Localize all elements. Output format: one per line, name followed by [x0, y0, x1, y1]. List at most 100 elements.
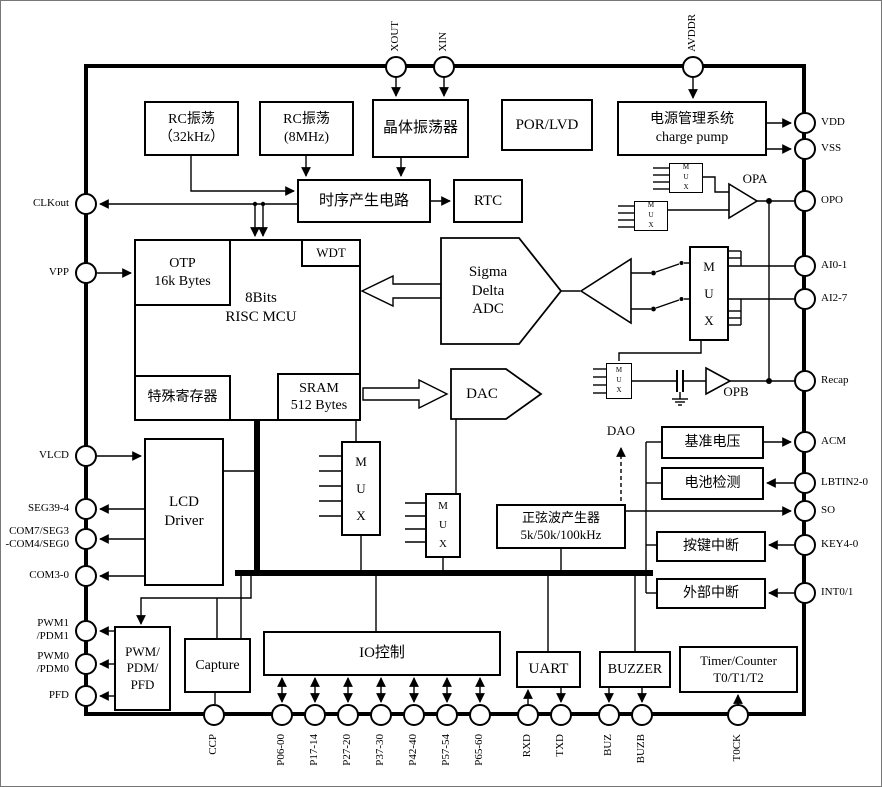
pin-label-int0-1: INT0/1: [821, 586, 854, 598]
pin-label-seg39-4: SEG39-4: [28, 502, 69, 514]
dac-shape: [450, 368, 543, 420]
block-opa-mux-b: M U X: [634, 201, 668, 231]
block-power-mgmt: 电源管理系统 charge pump: [617, 101, 767, 156]
pin-t0ck: [727, 704, 749, 726]
block-wdt: WDT: [301, 239, 361, 267]
pin-acm: [794, 431, 816, 453]
pin-label-p57-54: P57-54: [440, 734, 452, 766]
pin-buz: [598, 704, 620, 726]
pin-xout: [385, 56, 407, 78]
block-sine-generator: 正弦波产生器 5k/50k/100kHz: [496, 504, 626, 549]
block-rtc: RTC: [453, 179, 523, 223]
pin-label-ai2-7: AI2-7: [821, 292, 848, 304]
pin-label-clkout: CLKout: [32, 197, 69, 209]
pin-label-p42-40: P42-40: [407, 734, 419, 766]
pin-vlcd: [75, 445, 97, 467]
pin-key4-0: [794, 534, 816, 556]
pin-label-opo: OPO: [821, 194, 844, 206]
block-otp: OTP 16k Bytes: [134, 239, 231, 306]
pga-amplifier-triangle: [579, 257, 632, 325]
pin-ai0-1: [794, 255, 816, 277]
pin-lbtin2-0: [794, 472, 816, 494]
pin-label-lbtin2-0: LBTIN2-0: [821, 476, 869, 488]
block-small-mux: M U X: [425, 493, 461, 558]
block-opa-mux-a: M U X: [669, 163, 703, 193]
pin-label-vpp: VPP: [48, 266, 69, 278]
pin-label-xout: XOUT: [389, 21, 401, 52]
pin-p57-54: [436, 704, 458, 726]
pin-avddr: [682, 56, 704, 78]
pin-label-pwm1-pdm1: PWM1 /PDM1: [36, 617, 69, 642]
pin-seg39-4: [75, 498, 97, 520]
mcu-to-dac-hollow-arrow: [362, 378, 449, 410]
pin-opo: [794, 190, 816, 212]
block-lcd-driver: LCD Driver: [144, 438, 224, 586]
pin-xin: [433, 56, 455, 78]
pin-label-so: SO: [821, 504, 836, 516]
pin-label-p37-30: P37-30: [374, 734, 386, 766]
pin-buzb: [631, 704, 653, 726]
adc-to-mcu-hollow-arrow: [360, 274, 442, 308]
block-rc-osc-32k: RC振荡 （32kHz）: [144, 101, 239, 156]
pin-pwm1-pdm1: [75, 620, 97, 642]
pin-label-txd: TXD: [554, 734, 566, 757]
pin-label-com3-0: COM3-0: [29, 569, 69, 581]
pin-label-recap: Recap: [821, 374, 849, 386]
block-crystal-osc: 晶体振荡器: [372, 99, 469, 158]
pin-clkout: [75, 193, 97, 215]
sigma-delta-adc-label: Sigma Delta ADC: [468, 263, 508, 318]
block-opb-mux: M U X: [606, 363, 632, 399]
wires: [97, 78, 794, 704]
pin-vpp: [75, 262, 97, 284]
pin-recap: [794, 370, 816, 392]
pin-com7-seg3-com4-seg0: [75, 528, 97, 550]
block-io-control: IO控制: [263, 631, 501, 676]
pin-ai2-7: [794, 288, 816, 310]
data-bus-horizontal: [235, 570, 653, 576]
pin-label-p06-00: P06-00: [275, 734, 287, 766]
pin-p06-00: [271, 704, 293, 726]
pin-p42-40: [403, 704, 425, 726]
block-timer-counter: Timer/Counter T0/T1/T2: [679, 646, 798, 693]
pin-label-p65-60: P65-60: [473, 734, 485, 766]
block-center-mux: M U X: [341, 441, 381, 536]
block-key-interrupt: 按键中断: [656, 531, 766, 562]
pin-label-pwm0-pdm0: PWM0 /PDM0: [36, 650, 69, 675]
block-buzzer: BUZZER: [599, 651, 671, 688]
junction-dots: [252, 198, 772, 384]
pin-txd: [550, 704, 572, 726]
block-ext-interrupt: 外部中断: [656, 578, 766, 609]
opb-label: OPB: [723, 383, 749, 399]
pin-pwm0-pdm0: [75, 653, 97, 675]
block-analog-mux: M U X: [689, 246, 729, 341]
block-vref: 基准电压: [661, 426, 764, 459]
pin-label-pfd: PFD: [48, 689, 69, 701]
pin-label-vss: VSS: [821, 142, 842, 154]
opb-triangle: [705, 366, 732, 396]
block-rc-osc-8m: RC振荡 (8MHz): [259, 101, 354, 156]
block-por-lvd: POR/LVD: [501, 99, 593, 151]
pin-label-buzb: BUZB: [635, 734, 647, 764]
pin-label-key4-0: KEY4-0: [821, 538, 859, 550]
dac-label: DAC: [466, 385, 498, 402]
pin-label-ai0-1: AI0-1: [821, 259, 848, 271]
block-sram: SRAM 512 Bytes: [277, 373, 361, 421]
pin-label-com7-seg3-com4-seg0: COM7/SEG3 -COM4/SEG0: [5, 525, 69, 550]
pin-label-acm: ACM: [821, 435, 847, 447]
block-battery-detect: 电池检测: [661, 467, 764, 500]
block-special-registers: 特殊寄存器: [134, 375, 231, 421]
pin-label-avddr: AVDDR: [686, 14, 698, 52]
pin-p65-60: [469, 704, 491, 726]
pin-label-xin: XIN: [437, 32, 449, 52]
pin-label-p27-20: P27-20: [341, 734, 353, 766]
pin-p37-30: [370, 704, 392, 726]
pin-so: [794, 500, 816, 522]
opa-triangle: [728, 182, 759, 220]
pin-rxd: [517, 704, 539, 726]
data-bus-vertical: [254, 421, 260, 573]
pin-vss: [794, 138, 816, 160]
pin-label-buz: BUZ: [602, 734, 614, 756]
pin-label-ccp: CCP: [207, 734, 219, 755]
block-pwm-pdm-pfd: PWM/ PDM/ PFD: [114, 626, 171, 711]
